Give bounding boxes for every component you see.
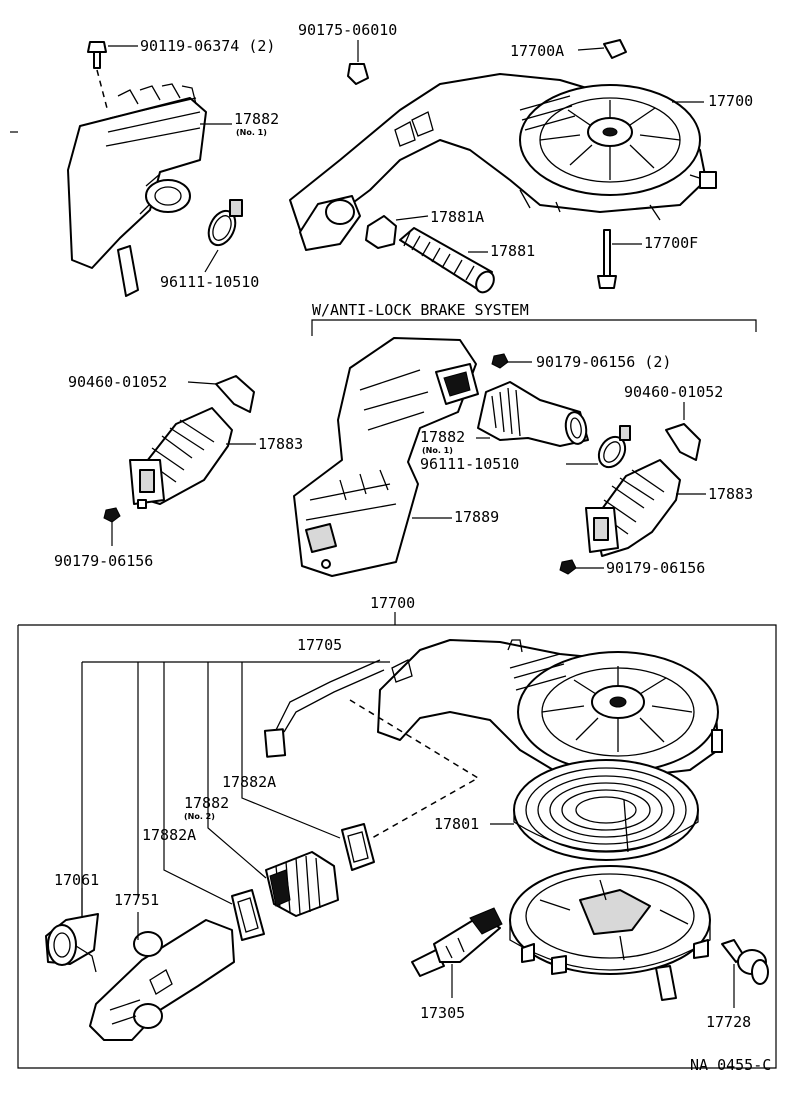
label-17882-no2-sub: (No. 2) (184, 812, 215, 821)
label-17801: 17801 (434, 815, 479, 833)
label-17882A-lower: 17882A (142, 826, 196, 844)
clamp-17700A: 17700A (510, 39, 627, 60)
air-cleaner-17700-top: 17700 (289, 73, 753, 251)
hose-17882-no2: 17882 (No. 2) (184, 786, 339, 917)
label-17882-top: 17882 (234, 110, 279, 128)
valve-17728: 17728 (706, 939, 769, 1031)
label-17751: 17751 (114, 891, 159, 909)
label-17700A: 17700A (510, 42, 564, 60)
clip-90175: 90175-06010 (298, 21, 397, 85)
label-90460-left: 90460-01052 (68, 373, 167, 391)
clip-90460-left: 90460-01052 (68, 373, 255, 413)
label-90179-left: 90179-06156 (54, 552, 153, 570)
element-17801: 17801 (434, 759, 699, 861)
label-assy-17700: 17700 (370, 594, 415, 612)
case-lower (509, 865, 711, 1001)
leader-tree-17705: 17705 (81, 636, 390, 918)
nut-90179-right: 90179-06156 (559, 559, 705, 577)
hose-17882-abs: 17882 (No. 1) (420, 381, 589, 455)
hose-17883-right: 17883 (585, 459, 753, 557)
label-17700F: 17700F (644, 234, 698, 252)
label-90179-pair: 90179-06156 (2) (536, 353, 671, 371)
bolt-17700F: 17700F (597, 229, 698, 289)
hose-17881: 17881 (399, 227, 535, 294)
nut-90179-pair: 90179-06156 (2) (491, 353, 671, 371)
label-17889: 17889 (454, 508, 499, 526)
assembly-17700-box: 17700 (17, 594, 777, 1069)
gasket-17882A-upper: 17882A (222, 770, 375, 871)
duct-17751: 17751 (89, 891, 235, 1041)
valve-17061: 17061 (45, 871, 99, 973)
sensor-17305: 17305 (411, 907, 503, 1022)
clip-90460-right: 90460-01052 (624, 383, 723, 461)
nut-90179-left: 90179-06156 (54, 507, 153, 570)
label-90175: 90175-06010 (298, 21, 397, 39)
assembly-dash (349, 699, 480, 839)
hose-17883-left: 17883 (129, 407, 303, 509)
label-17705: 17705 (297, 636, 342, 654)
label-17882-no2: 17882 (184, 794, 229, 812)
label-90460-right: 90460-01052 (624, 383, 723, 401)
abs-header: W/ANTI-LOCK BRAKE SYSTEM (312, 301, 529, 319)
resonator-17889: 17889 (293, 337, 499, 577)
label-17882-top-sub: (No. 1) (236, 128, 267, 137)
bolt-90119: 90119-06374 (2) (87, 37, 275, 113)
label-17882-abs-sub: (No. 1) (422, 446, 453, 455)
clamp-17881A: 17881A (365, 208, 484, 249)
label-17883-right: 17883 (708, 485, 753, 503)
label-96111-top: 96111-10510 (160, 273, 259, 291)
case-17705 (263, 639, 723, 779)
label-17728: 17728 (706, 1013, 751, 1031)
clamp-96111-abs: 96111-10510 (420, 425, 631, 473)
label-17881A: 17881A (430, 208, 484, 226)
label-17883-left: 17883 (258, 435, 303, 453)
abs-section: W/ANTI-LOCK BRAKE SYSTEM (311, 301, 757, 336)
gasket-17882A-lower: 17882A (142, 822, 265, 941)
hose-17882-top: 17882 (No. 1) (67, 83, 279, 297)
label-17882-abs: 17882 (420, 428, 465, 446)
label-17881: 17881 (490, 242, 535, 260)
label-17700-top: 17700 (708, 92, 753, 110)
label-96111-abs: 96111-10510 (420, 455, 519, 473)
label-17061: 17061 (54, 871, 99, 889)
label-90179-right: 90179-06156 (606, 559, 705, 577)
label-17882A-upper: 17882A (222, 773, 276, 791)
diagram-code: NA 0455-C (690, 1056, 771, 1074)
label-90119: 90119-06374 (2) (140, 37, 275, 55)
clamp-96111-top: 96111-10510 (160, 199, 259, 291)
label-17305: 17305 (420, 1004, 465, 1022)
